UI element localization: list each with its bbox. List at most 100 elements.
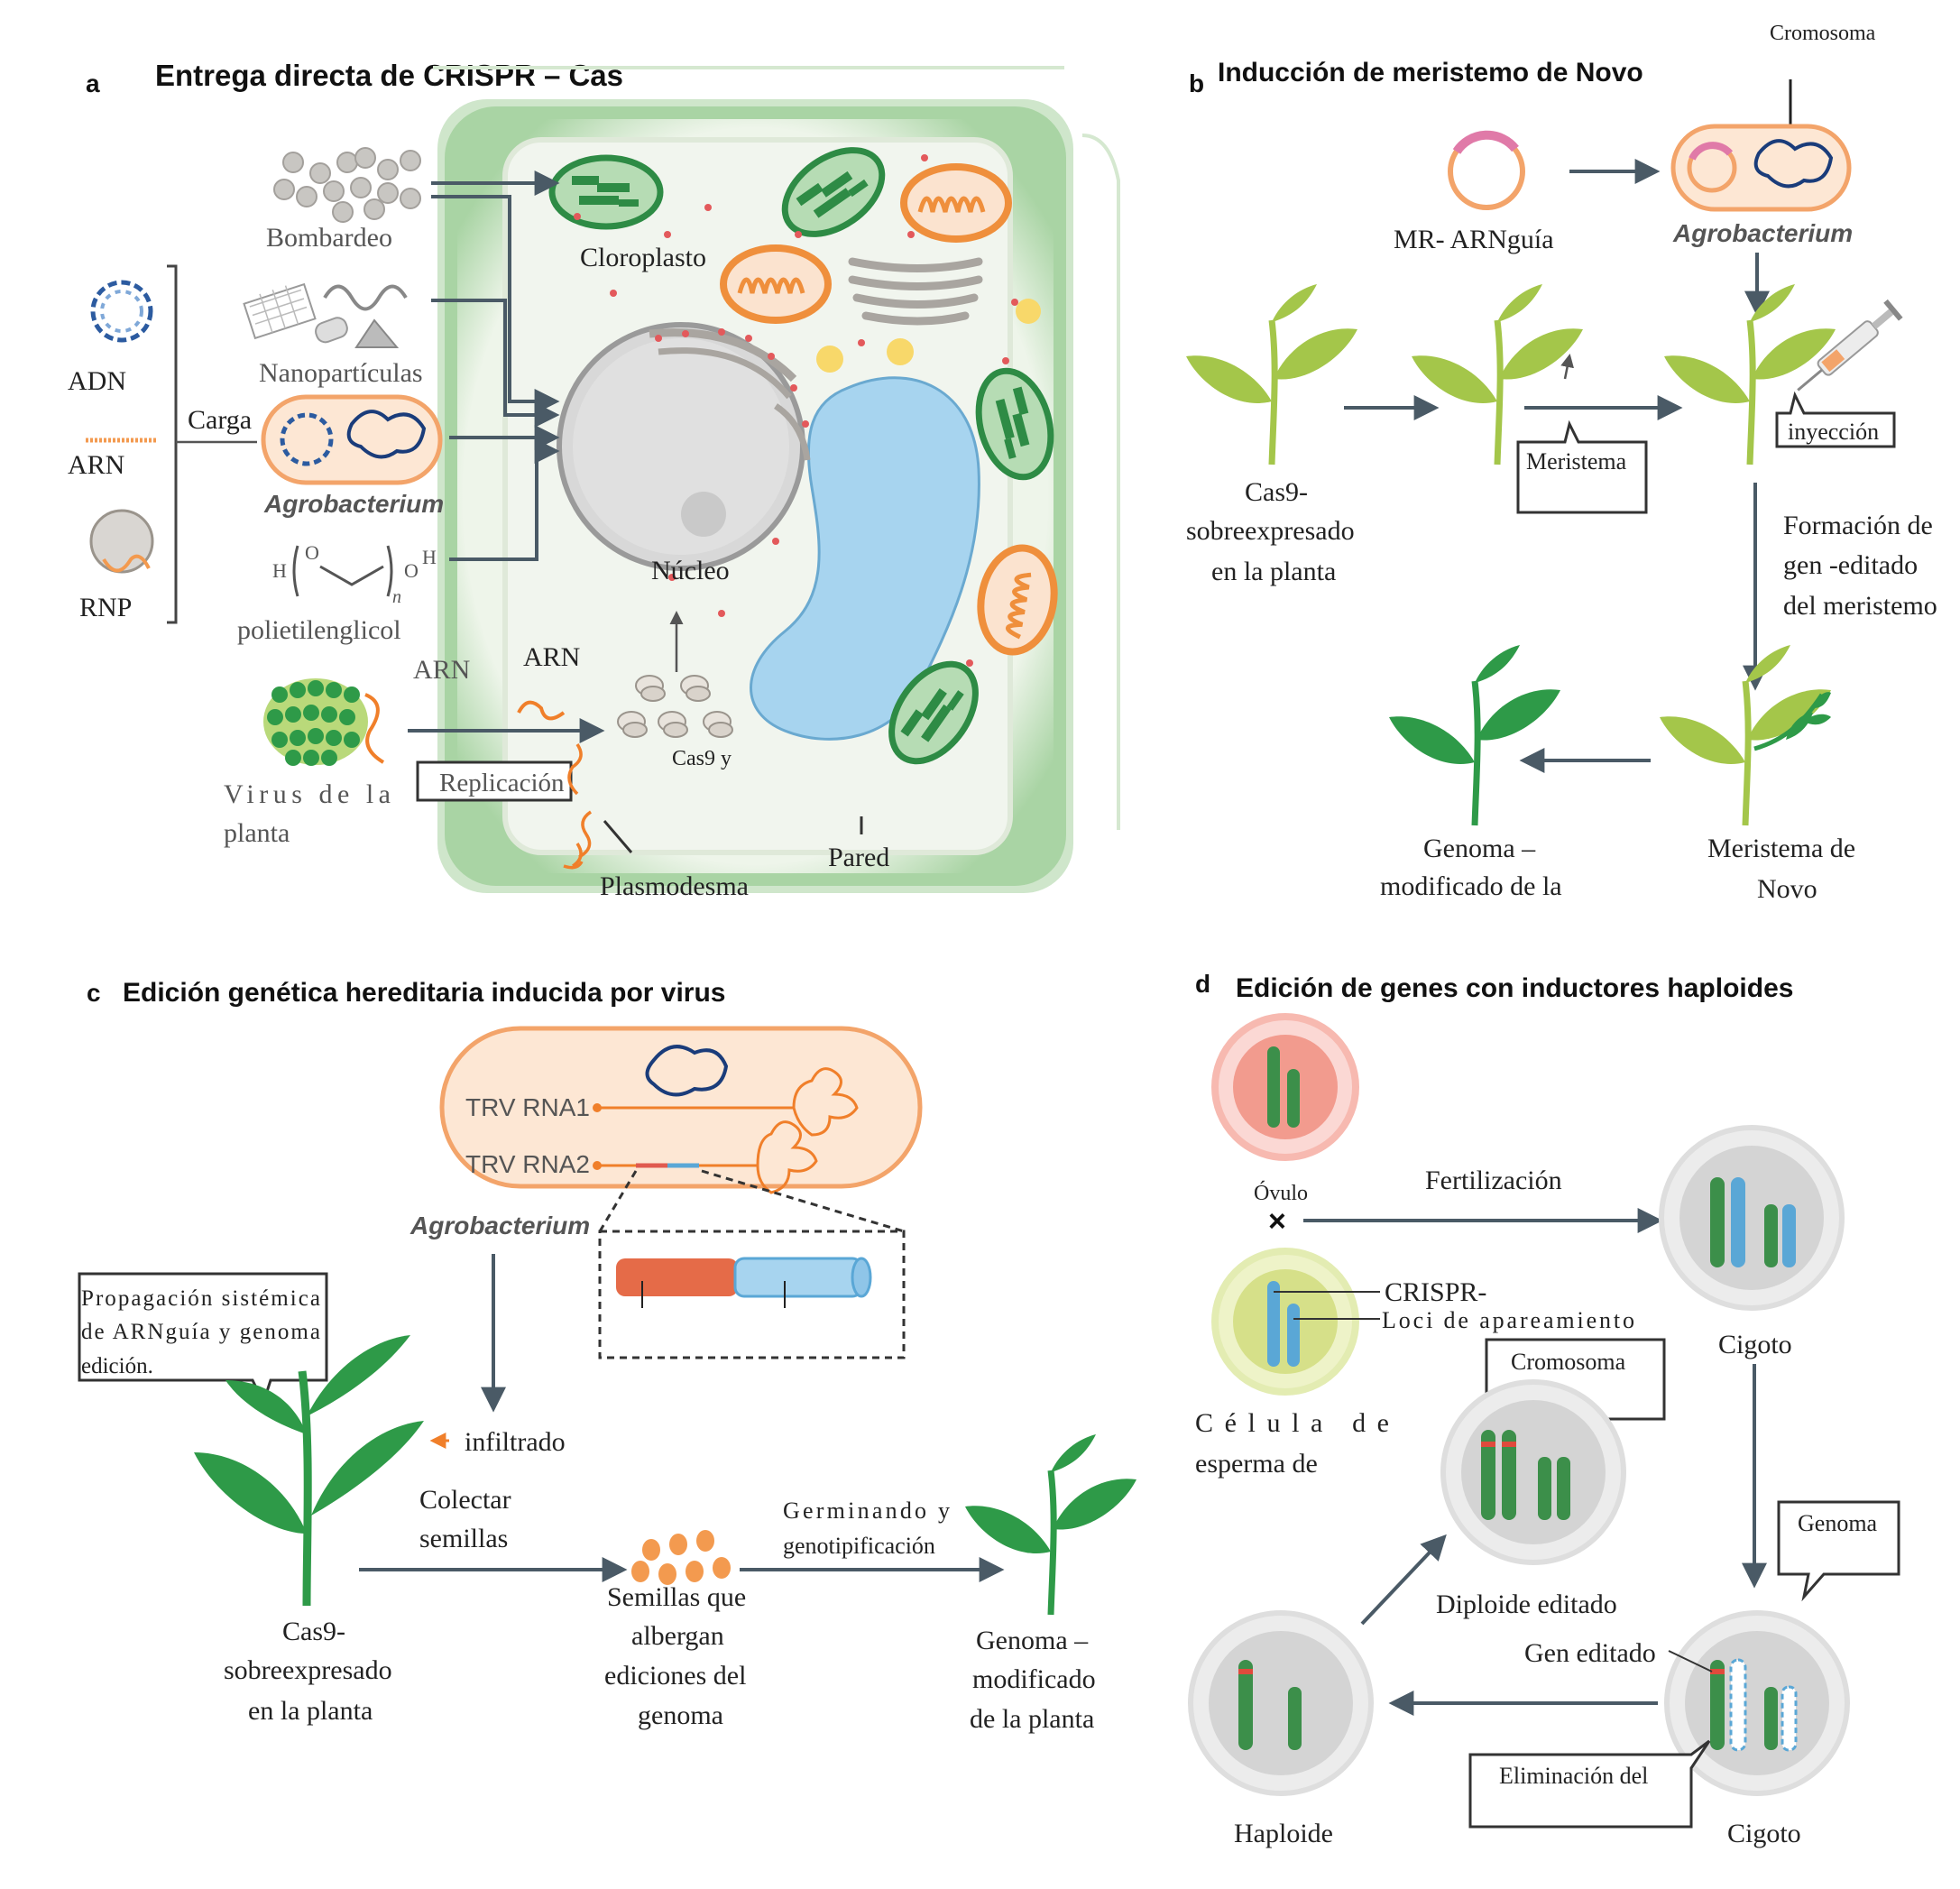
- b-result-1: Genoma –: [1423, 834, 1536, 863]
- injection-callout: [1775, 391, 1896, 448]
- syringe-icon: [1797, 299, 1903, 392]
- virus-arn-label: ARN: [413, 655, 470, 685]
- seedling-1: [1186, 284, 1357, 465]
- method-peg: polietilenglicol: [237, 615, 401, 645]
- plasmid-label: MR- ARNguía: [1394, 225, 1554, 254]
- method-agrobacterium: Agrobacterium: [263, 490, 444, 518]
- panel-b-letter: b: [1189, 69, 1204, 97]
- peg-o1: O: [305, 541, 319, 564]
- edited-gene-label: Gen editado: [1524, 1638, 1656, 1668]
- b-plant-label-2: sobreexpresado: [1186, 516, 1355, 546]
- c-edited-plant: [965, 1434, 1136, 1615]
- trv-rna2: TRV RNA2: [465, 1150, 590, 1178]
- seeds-4: genoma: [638, 1700, 723, 1730]
- sperm-label-1: Célula de: [1195, 1408, 1389, 1438]
- peg-h2: H: [422, 546, 437, 568]
- elimination-callout: [1468, 1739, 1711, 1829]
- zygote-bottom-label: Cigoto: [1727, 1819, 1801, 1848]
- peg-n: n: [392, 587, 401, 607]
- novo-label-1: Meristema de: [1707, 834, 1855, 863]
- cargo-label: Carga: [188, 405, 252, 435]
- elimination-label: Eliminación del: [1499, 1763, 1648, 1789]
- sperm-label-2: esperma de: [1195, 1449, 1318, 1479]
- panel-c-letter: c: [87, 979, 101, 1007]
- c-plant-3: en la planta: [248, 1696, 373, 1726]
- injection-callout-label: inyección: [1788, 419, 1879, 445]
- wall-label: Pared: [828, 843, 889, 872]
- agrobacterium-b-label: Agrobacterium: [1672, 219, 1853, 247]
- golgi-icon: [848, 257, 983, 326]
- cargo-rna: ARN: [68, 450, 124, 480]
- panel-a: a Entrega directa de CRISPR – Cas: [68, 59, 1120, 901]
- fertilization-label: Fertilización: [1425, 1166, 1562, 1195]
- c-plant-2: sobreexpresado: [224, 1655, 392, 1685]
- cell-arn-label: ARN: [523, 642, 580, 672]
- loci-label: Loci de apareamiento: [1382, 1307, 1634, 1333]
- meristem-callout: [1516, 419, 1648, 514]
- c-plant-1: Cas9-: [282, 1617, 345, 1646]
- delivery-arrows: [431, 170, 560, 561]
- replication-callout: [416, 760, 573, 802]
- diploid-label: Diploide editado: [1436, 1590, 1617, 1619]
- virus-label-2: planta: [224, 818, 290, 848]
- d-chromosome-callout-label: Cromosoma: [1511, 1349, 1626, 1375]
- rnp-icon: [89, 509, 154, 574]
- peg-o2: O: [404, 559, 419, 582]
- novo-meristem-plant: [1660, 645, 1831, 825]
- panel-a-title: Entrega directa de CRISPR – Cas: [155, 59, 623, 92]
- chloroplast-icon: [552, 158, 660, 226]
- b-plant-label-3: en la planta: [1211, 557, 1336, 586]
- c-callout-1: Propagación sistémica: [81, 1286, 320, 1311]
- b-edited-plant: [1389, 645, 1560, 825]
- c-callout-2: de ARNguía y genoma: [81, 1320, 320, 1344]
- panel-c-title: Edición genética hereditaria inducida po…: [123, 978, 726, 1008]
- panel-c: c Edición genética hereditaria inducida …: [78, 978, 1136, 1734]
- c-agrobacterium-label: Agrobacterium: [409, 1212, 590, 1239]
- replication-label: Replicación: [439, 769, 565, 797]
- mitochondrion-icon: [904, 167, 1008, 239]
- seedling-2: [1412, 284, 1583, 465]
- c-result-2: modificado: [972, 1664, 1096, 1694]
- chromosome-label: Cromosoma: [1770, 22, 1876, 45]
- genome-callout-label: Genoma: [1798, 1510, 1878, 1536]
- c-result-1: Genoma –: [976, 1626, 1089, 1655]
- seeds-2: albergan: [631, 1621, 724, 1651]
- seeds-icon: [631, 1530, 731, 1585]
- c-callout-3: edición.: [81, 1354, 153, 1378]
- trv-rna1: TRV RNA1: [465, 1093, 590, 1121]
- zygote-top-label: Cigoto: [1718, 1330, 1792, 1359]
- formation-2: gen -editado: [1783, 550, 1918, 580]
- panel-d-letter: d: [1195, 970, 1210, 998]
- plasmodesma-label: Plasmodesma: [600, 871, 749, 901]
- panel-a-letter: a: [86, 69, 100, 97]
- ovule-label: Óvulo: [1254, 1181, 1308, 1205]
- b-plant-label-1: Cas9-: [1245, 477, 1308, 507]
- c-result-3: de la planta: [970, 1704, 1094, 1734]
- dna-icon: [90, 280, 153, 343]
- genome-callout: [1777, 1500, 1900, 1602]
- haploid-label: Haploide: [1234, 1819, 1333, 1848]
- germinating-1: Germinando y: [783, 1497, 950, 1524]
- formation-1: Formación de: [1783, 511, 1933, 540]
- crispr-label: CRISPR-: [1385, 1277, 1486, 1307]
- seeds-1: Semillas que: [607, 1582, 746, 1612]
- method-nanoparticles: Nanopartículas: [259, 358, 423, 388]
- nucleus-label: Núcleo: [651, 556, 730, 585]
- collect-2: semillas: [419, 1524, 508, 1553]
- chloroplast-label: Cloroplasto: [580, 243, 706, 272]
- germinating-2: genotipificación: [783, 1533, 935, 1559]
- cas9-plant-c: [194, 1335, 424, 1607]
- formation-3: del meristemo: [1783, 591, 1937, 621]
- panel-b-title: Inducción de meristemo de Novo: [1218, 58, 1643, 88]
- virus-label-1: Virus de la: [224, 779, 391, 809]
- cas9-label: Cas9 y: [672, 747, 732, 770]
- seeds-3: ediciones del: [604, 1661, 746, 1691]
- b-result-2: modificado de la: [1380, 871, 1562, 901]
- panel-d: d Edición de genes con inductores haploi…: [1188, 970, 1900, 1848]
- plant-virus-icon: [263, 678, 385, 766]
- cross-symbol: ×: [1268, 1204, 1286, 1239]
- bombardment-icon: [273, 147, 421, 223]
- collect-1: Colectar: [419, 1485, 511, 1515]
- vacuole: [750, 376, 980, 741]
